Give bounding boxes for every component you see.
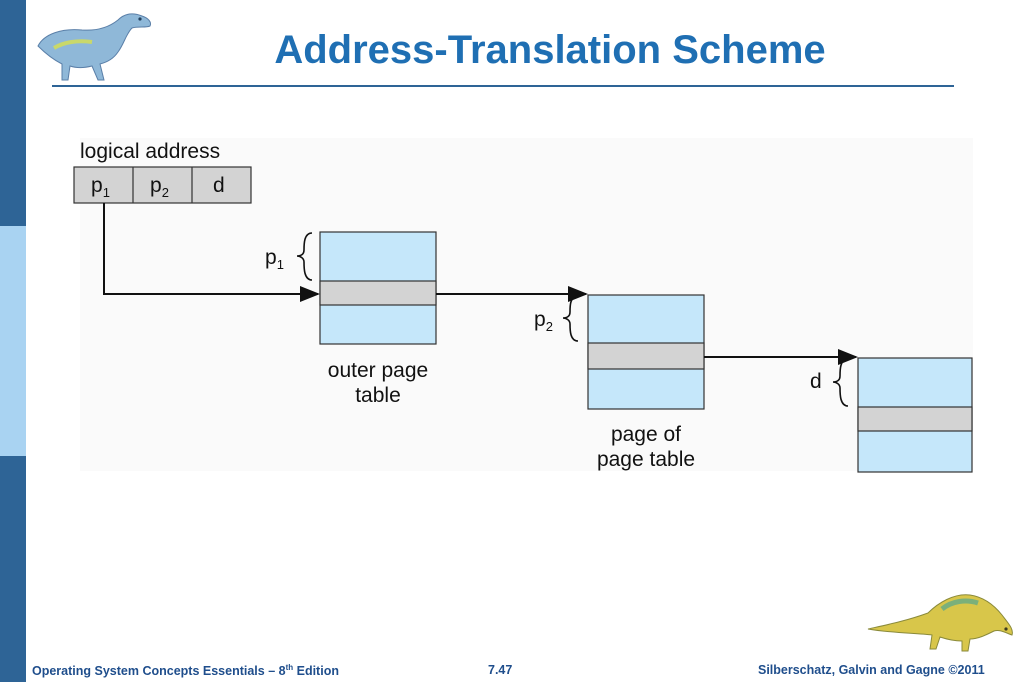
title-divider — [52, 85, 954, 87]
p2-brace-label: p2 — [534, 308, 553, 334]
sidebar-highlight — [0, 226, 26, 456]
d-brace-label: d — [810, 370, 822, 393]
page-title: Address-Translation Scheme — [274, 28, 826, 72]
page-of-page-table-entry — [587, 342, 705, 370]
field-p2: p2 — [150, 174, 169, 200]
p1-arrow — [103, 203, 320, 302]
logical-address-box — [73, 166, 252, 204]
field-d: d — [213, 174, 225, 197]
p1-brace-label: p1 — [265, 246, 284, 272]
outer-page-table-label: outer page — [328, 359, 428, 382]
p1-brace — [296, 232, 313, 281]
footer-page-number: 7.47 — [488, 663, 513, 677]
outer-page-table-entry — [319, 280, 437, 306]
logical-address-label: logical address — [80, 140, 220, 163]
footer-authors: Silberschatz, Galvin and Gagne ©2011 — [758, 663, 985, 677]
page-of-page-table-label: page table — [597, 448, 695, 471]
d-brace — [832, 358, 849, 407]
p2-brace — [562, 295, 579, 342]
page-of-page-table-label: page of — [611, 423, 681, 446]
outer-page-table-label: table — [355, 384, 401, 407]
dinosaur-icon — [37, 13, 151, 81]
footer-book-title: Operating System Concepts Essentials – 8… — [32, 663, 339, 679]
desired-page-entry — [857, 406, 973, 432]
dinosaur-icon — [867, 594, 1013, 652]
field-p1: p1 — [91, 174, 110, 200]
